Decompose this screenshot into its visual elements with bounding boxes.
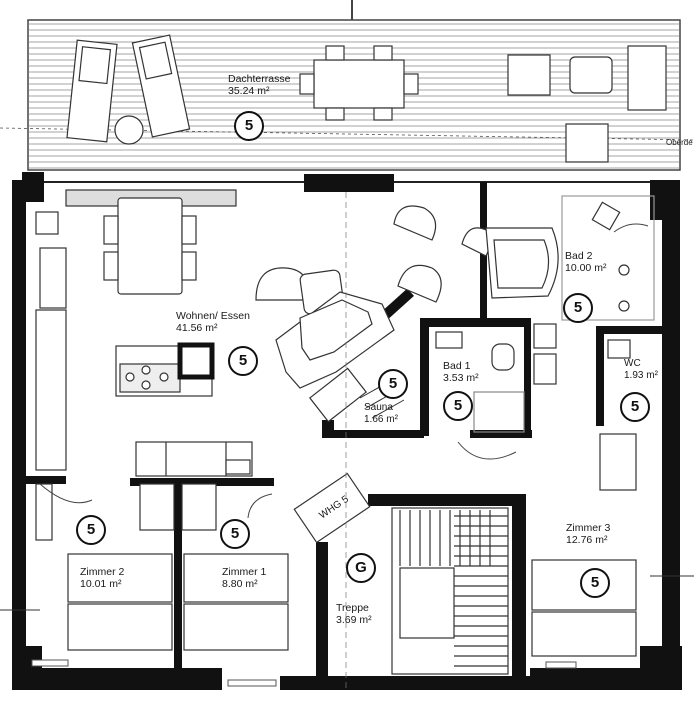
sofa xyxy=(275,291,395,423)
outer-walls xyxy=(12,172,682,690)
unit-badge-wohnen: 5 xyxy=(228,346,258,376)
whg-door xyxy=(293,472,371,544)
room-name: Zimmer 1 xyxy=(222,566,267,578)
unit-badge-zimmer3: 5 xyxy=(580,568,610,598)
unit-badge-terrace: 5 xyxy=(234,111,264,141)
oberdecke-label: Oberde xyxy=(666,138,693,147)
bath-2-fixtures xyxy=(485,195,655,321)
living-chairs xyxy=(255,205,491,315)
unit-badge-wc: 5 xyxy=(620,392,650,422)
side-table xyxy=(114,115,144,145)
room-area: 10.01 m² xyxy=(80,578,122,590)
unit-badge-bad2: 5 xyxy=(563,293,593,323)
room-name: Bad 2 xyxy=(565,250,593,262)
room-name: Treppe xyxy=(336,602,369,614)
windows xyxy=(31,659,577,687)
room-area: 12.76 m² xyxy=(566,534,608,546)
room-area: 3.53 m² xyxy=(443,372,479,384)
room-label-treppe: Treppe 3.69 m² xyxy=(336,602,372,626)
terrace-dining-table xyxy=(299,45,419,121)
room-area: 1.66 m² xyxy=(364,414,398,425)
unit-badge-sauna: 5 xyxy=(378,369,408,399)
room-area: 10.00 m² xyxy=(565,262,607,274)
wardrobes xyxy=(35,433,637,541)
room-label-bad1: Bad 1 3.53 m² xyxy=(443,360,479,384)
stair-badge-g: G xyxy=(346,553,376,583)
terrace-lounge-set xyxy=(507,45,667,163)
unit-badge-bad1: 5 xyxy=(443,391,473,421)
dining-table xyxy=(103,197,197,295)
room-label-bad2: Bad 2 10.00 m² xyxy=(565,250,606,274)
room-name: Dachterrasse xyxy=(228,73,291,85)
sun-lounger-left xyxy=(66,39,118,143)
room-name: Zimmer 2 xyxy=(80,566,125,578)
room-label-dachterrasse: Dachterrasse 35.24 m² xyxy=(228,73,290,97)
door-swings xyxy=(39,223,649,519)
room-area: 8.80 m² xyxy=(222,578,258,590)
room-label-wc: WC 1.93 m² xyxy=(624,358,658,382)
room-label-zimmer1: Zimmer 1 8.80 m² xyxy=(222,566,266,590)
unit-badge-zimmer1: 5 xyxy=(220,519,250,549)
bath-1-fixtures xyxy=(435,323,557,433)
room-name: Bad 1 xyxy=(443,360,471,372)
kitchen-island xyxy=(115,342,215,397)
room-area: 41.56 m² xyxy=(176,322,218,334)
room-name: WC xyxy=(624,358,641,369)
room-area: 1.93 m² xyxy=(624,370,658,381)
wc-fixtures xyxy=(607,339,631,359)
room-name: Sauna xyxy=(364,402,393,413)
room-name: Wohnen/ Essen xyxy=(176,310,250,322)
room-area: 35.24 m² xyxy=(228,85,270,97)
room-label-zimmer2: Zimmer 2 10.01 m² xyxy=(80,566,124,590)
staircase xyxy=(391,507,509,675)
unit-badge-zimmer2: 5 xyxy=(76,515,106,545)
room-name: Zimmer 3 xyxy=(566,522,611,534)
sun-lounger-right xyxy=(131,34,191,138)
room-label-wohnen: Wohnen/ Essen 41.56 m² xyxy=(176,310,250,334)
room-label-sauna: Sauna 1.66 m² xyxy=(364,402,398,426)
room-area: 3.69 m² xyxy=(336,614,372,626)
room-label-zimmer3: Zimmer 3 12.76 m² xyxy=(566,522,610,546)
kitchen-unit-lower xyxy=(135,441,253,477)
